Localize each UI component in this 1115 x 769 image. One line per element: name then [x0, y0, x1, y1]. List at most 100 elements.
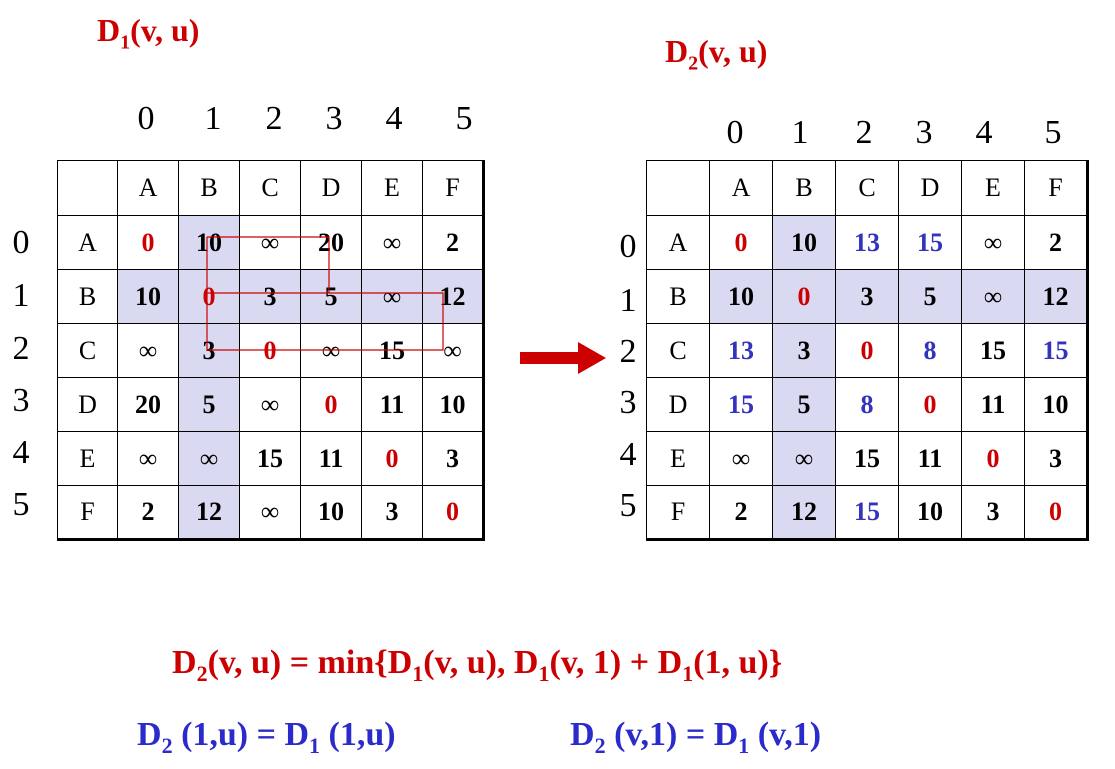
d1-col-header: B: [178, 160, 240, 216]
d2-col-index: 2: [855, 114, 873, 151]
d2-col-header: F: [1024, 160, 1088, 216]
d2-cell: 12: [772, 485, 836, 540]
d2-cell: ∞: [709, 431, 773, 486]
d1-corner-cell: [57, 160, 118, 216]
eq-main-part: (1, u)}: [693, 644, 783, 681]
eq-right-sub: 1: [738, 732, 750, 758]
eq-main-sub: 2: [196, 660, 208, 686]
d2-cell: 15: [961, 323, 1025, 378]
d1-title-sub: 1: [120, 31, 131, 54]
eq-left-part: (1,u): [320, 716, 396, 753]
d1-cell: 10: [178, 215, 240, 270]
d1-col-header: F: [422, 160, 484, 216]
d1-row-index: 2: [12, 330, 30, 367]
d2-cell: ∞: [961, 269, 1025, 324]
d2-cell: 2: [709, 485, 773, 540]
d1-cell: ∞: [361, 215, 423, 270]
d1-row-index: 1: [12, 277, 30, 314]
eq-right-sub: 2: [594, 732, 606, 758]
d1-cell: 0: [422, 485, 484, 540]
d1-cell: 3: [422, 431, 484, 486]
d2-row-header: E: [646, 431, 710, 486]
d1-cell: 10: [117, 269, 179, 324]
d1-col-index: 3: [325, 100, 343, 137]
path-outline-vertical: [206, 237, 444, 351]
main-equation: D2(v, u) = min{D1(v, u), D1(v, 1) + D1(1…: [172, 644, 782, 687]
eq-left-sub: 1: [309, 732, 321, 758]
d1-header-row: A B C D E F: [57, 160, 484, 216]
d2-cell: 0: [1024, 485, 1088, 540]
d1-title: D1(v, u): [97, 12, 199, 54]
d1-cell: ∞: [239, 485, 301, 540]
d1-col-index: 2: [265, 100, 283, 137]
d1-row-index: 4: [12, 434, 30, 471]
d2-cell: 0: [772, 269, 836, 324]
d1-cell: 12: [422, 269, 484, 324]
d2-col-index: 3: [915, 114, 933, 151]
d2-row-header: F: [646, 485, 710, 540]
d1-row-index: 3: [12, 382, 30, 419]
path-outline-horizontal: [207, 236, 330, 293]
d2-cell: 3: [961, 485, 1025, 540]
d2-cell: 10: [709, 269, 773, 324]
eq-main-part: (v, u) = min{D: [207, 644, 413, 681]
d1-col-header: A: [117, 160, 179, 216]
d2-col-header: C: [835, 160, 899, 216]
d2-header-row: A B C D E F: [646, 160, 1088, 216]
d1-cell: ∞: [117, 323, 179, 378]
d1-cell: 3: [361, 485, 423, 540]
d2-cell: 11: [961, 377, 1025, 432]
eq-right-part: (v,1): [749, 716, 822, 753]
eq-main-part: D: [172, 644, 197, 681]
d2-cell: 15: [709, 377, 773, 432]
d1-cell: 11: [361, 377, 423, 432]
d2-cell: 5: [772, 377, 836, 432]
d1-cell: 10: [422, 377, 484, 432]
d1-col-index: 1: [204, 100, 222, 137]
d2-cell: 2: [1024, 215, 1088, 270]
d1-cell: 2: [117, 485, 179, 540]
eq-main-sub: 1: [412, 660, 424, 686]
d1-col-index: 4: [385, 100, 403, 137]
d2-row-index: 1: [619, 282, 637, 319]
d1-row-index: 5: [12, 486, 30, 523]
d2-corner-cell: [646, 160, 710, 216]
d1-row-header: A: [57, 215, 118, 270]
d2-row-header: A: [646, 215, 710, 270]
d1-cell: 15: [239, 431, 301, 486]
d2-row-header: D: [646, 377, 710, 432]
eq-right-part: D: [570, 716, 595, 753]
eq-main-sub: 1: [682, 660, 694, 686]
d1-cell: ∞: [117, 431, 179, 486]
d2-cell: 3: [1024, 431, 1088, 486]
d2-cell: 0: [835, 323, 899, 378]
d2-col-header: D: [898, 160, 962, 216]
arrow-icon: [520, 342, 606, 374]
eq-main-part: (v, u), D: [423, 644, 539, 681]
d1-cell: 12: [178, 485, 240, 540]
d2-cell: ∞: [961, 215, 1025, 270]
eq-main-sub: 1: [538, 660, 550, 686]
d2-row-header: C: [646, 323, 710, 378]
d2-cell: 8: [835, 377, 899, 432]
d2-cell: 11: [898, 431, 962, 486]
d1-col-header: D: [300, 160, 362, 216]
d1-cell: 0: [300, 377, 362, 432]
d1-cell: ∞: [178, 431, 240, 486]
d1-cell: 5: [300, 269, 362, 324]
d1-cell: 5: [178, 377, 240, 432]
d1-path-highlight: [206, 236, 444, 351]
eq-left-part: (1,u) = D: [172, 716, 310, 753]
d2-col-index: 1: [791, 114, 809, 151]
d1-row-index: 0: [12, 224, 30, 261]
d2-cell: 15: [1024, 323, 1088, 378]
d1-cell: 11: [300, 431, 362, 486]
d2-cell: 0: [709, 215, 773, 270]
